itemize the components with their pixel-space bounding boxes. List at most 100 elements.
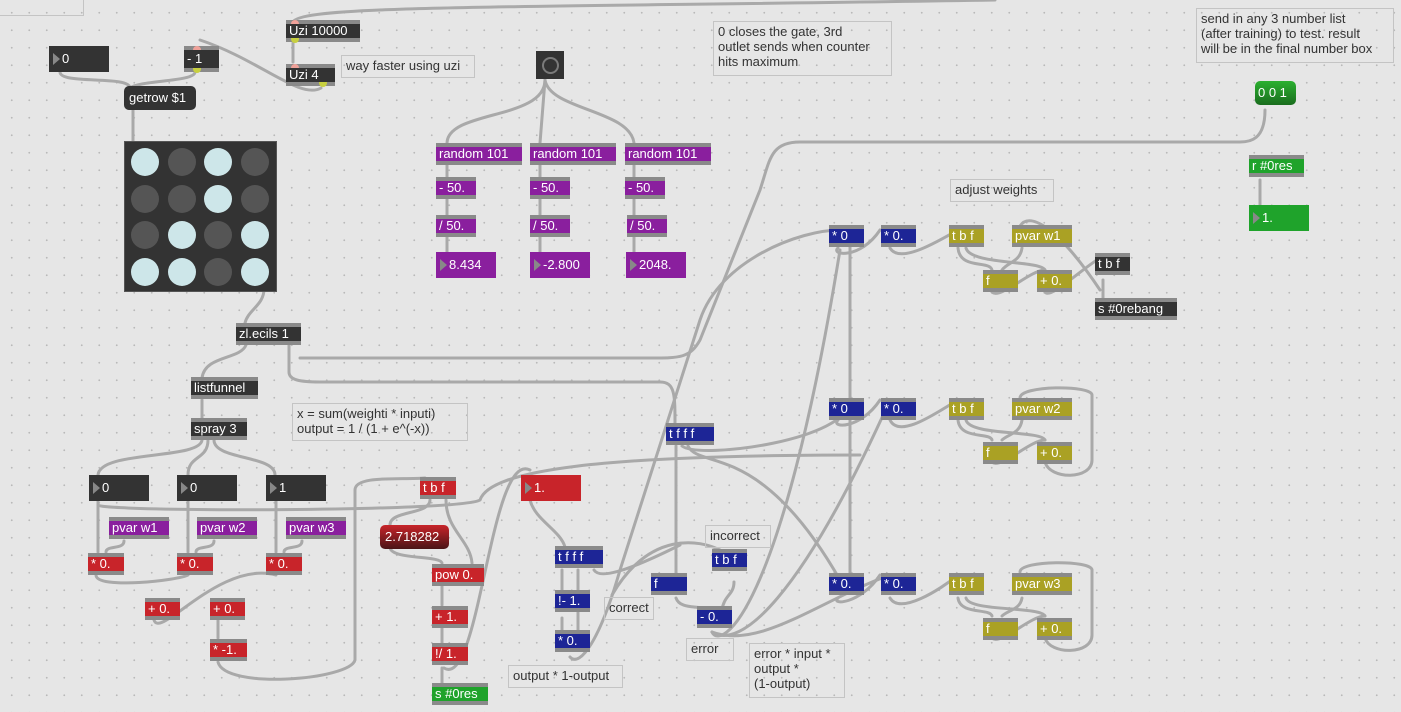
rminus-object[interactable]: !- 1. <box>555 590 590 612</box>
receive-res-object[interactable]: r #0res <box>1249 155 1304 177</box>
getrow-label: getrow $1 <box>129 90 187 105</box>
random-object-3[interactable]: random 101 <box>625 143 711 165</box>
matrix-ctrl[interactable] <box>124 141 277 292</box>
send-rebang-label: s #0rebang <box>1098 301 1164 316</box>
zl-ecils-object[interactable]: zl.ecils 1 <box>236 323 301 345</box>
adjust-tbf-row3[interactable]: t b f <box>949 573 984 595</box>
input-number-2[interactable]: 0 <box>177 475 237 501</box>
minus50-object-3[interactable]: - 50. <box>625 177 665 199</box>
adjust-mult1-row3[interactable]: * 0. <box>829 573 864 595</box>
adjust-add-row3[interactable]: + 0. <box>1037 618 1072 640</box>
rdiv-label: !/ 1. <box>435 646 457 661</box>
adjust-mult1-row2[interactable]: * 0 <box>829 398 864 420</box>
tfff-object-b[interactable]: t f f f <box>555 546 603 568</box>
send-res-object[interactable]: s #0res <box>432 683 488 705</box>
matrix-cell[interactable] <box>131 148 159 176</box>
matrix-cell[interactable] <box>131 184 159 213</box>
pvar-w2-object[interactable]: pvar w2 <box>197 517 257 539</box>
plus-one-object[interactable]: + 1. <box>432 606 468 628</box>
test-list-message[interactable]: 0 0 1 <box>1255 81 1296 105</box>
random-number-2[interactable]: -2.800 <box>530 252 590 278</box>
minus50-object-2[interactable]: - 50. <box>530 177 570 199</box>
adjust-pvar-row1[interactable]: pvar w1 <box>1012 225 1072 247</box>
matrix-cell[interactable] <box>240 148 269 176</box>
adjust-add-row1[interactable]: + 0. <box>1037 270 1072 292</box>
mult-object-1[interactable]: * 0. <box>88 553 124 575</box>
adjust-mult2-row1[interactable]: * 0. <box>881 225 916 247</box>
adjust-pvar-row3[interactable]: pvar w3 <box>1012 573 1072 595</box>
mult-object-3[interactable]: * 0. <box>266 553 302 575</box>
adjust-f-row1[interactable]: f <box>983 270 1018 292</box>
tbf-dark-object[interactable]: t b f <box>1095 253 1130 275</box>
rdiv-object[interactable]: !/ 1. <box>432 643 468 665</box>
uzi-4-object[interactable]: Uzi 4 <box>286 64 335 87</box>
matrix-cell[interactable] <box>167 257 196 286</box>
random-number-3[interactable]: 2048. <box>626 252 686 278</box>
matrix-cell[interactable] <box>204 257 232 286</box>
bang-button[interactable] <box>536 51 564 79</box>
adjust-tbf-row2[interactable]: t b f <box>949 398 984 420</box>
adjust-tbf-row1[interactable]: t b f <box>949 225 984 247</box>
send-rebang-object[interactable]: s #0rebang <box>1095 298 1177 320</box>
matrix-cell[interactable] <box>240 257 269 286</box>
add-label: + 0. <box>1040 445 1063 460</box>
minus-error-object[interactable]: - 0. <box>697 606 732 628</box>
adjust-f-row2[interactable]: f <box>983 442 1018 464</box>
tbf-red-object[interactable]: t b f <box>420 477 456 499</box>
matrix-cell[interactable] <box>204 184 232 213</box>
comment-fragment <box>0 0 84 16</box>
plus-one-label: + 1. <box>435 609 458 624</box>
matrix-cell[interactable] <box>240 221 269 249</box>
adjust-mult2-row2[interactable]: * 0. <box>881 398 916 420</box>
add-object-1[interactable]: + 0. <box>145 598 180 620</box>
f-label: f <box>986 445 990 460</box>
matrix-cell[interactable] <box>131 257 159 286</box>
adjust-add-row2[interactable]: + 0. <box>1037 442 1072 464</box>
input-number-3[interactable]: 1 <box>266 475 326 501</box>
add-object-2[interactable]: + 0. <box>210 598 245 620</box>
matrix-cell[interactable] <box>131 221 159 249</box>
adjust-f-row3[interactable]: f <box>983 618 1018 640</box>
test-comment: send in any 3 number list (after trainin… <box>1196 8 1394 63</box>
matrix-cell[interactable] <box>167 184 196 213</box>
mult-label: * 0 <box>832 228 848 243</box>
listfunnel-object[interactable]: listfunnel <box>191 377 258 399</box>
minus-one-object[interactable]: - 1 <box>184 46 219 73</box>
f-error-object[interactable]: f <box>651 573 687 595</box>
uzi-10000-object[interactable]: Uzi 10000 <box>286 20 360 43</box>
matrix-cell[interactable] <box>167 221 196 249</box>
result-number-box[interactable]: 1. <box>1249 205 1309 231</box>
div50-object-1[interactable]: / 50. <box>436 215 476 237</box>
tbf-error-object[interactable]: t b f <box>712 549 747 571</box>
adjust-mult1-row1[interactable]: * 0 <box>829 225 864 247</box>
matrix-cell[interactable] <box>240 184 269 213</box>
target-number-box[interactable]: 1. <box>521 475 581 501</box>
div50-object-2[interactable]: / 50. <box>530 215 570 237</box>
matrix-cell[interactable] <box>204 221 232 249</box>
pvar-w1-object[interactable]: pvar w1 <box>109 517 169 539</box>
euler-message[interactable]: 2.718282 <box>380 525 449 549</box>
div50-label: / 50. <box>439 218 465 233</box>
adjust-mult2-row3[interactable]: * 0. <box>881 573 916 595</box>
adjust-pvar-row2[interactable]: pvar w2 <box>1012 398 1072 420</box>
spray-object[interactable]: spray 3 <box>191 418 247 440</box>
matrix-cell[interactable] <box>167 148 196 176</box>
deriv-mult-object[interactable]: * 0. <box>555 630 590 652</box>
minus50-object-1[interactable]: - 50. <box>436 177 476 199</box>
getrow-message[interactable]: getrow $1 <box>124 86 196 110</box>
input-number-1[interactable]: 0 <box>89 475 149 501</box>
row-number-box[interactable]: 0 <box>49 46 109 72</box>
mult-object-2[interactable]: * 0. <box>177 553 213 575</box>
euler-label: 2.718282 <box>385 529 440 544</box>
matrix-cell[interactable] <box>204 148 232 176</box>
pvar-w3-object[interactable]: pvar w3 <box>286 517 346 539</box>
div50-object-3[interactable]: / 50. <box>627 215 667 237</box>
error-comment: error <box>686 638 734 661</box>
random-object-1[interactable]: random 101 <box>436 143 522 165</box>
random-number-1[interactable]: 8.434 <box>436 252 496 278</box>
send-res-label: s #0res <box>435 686 478 701</box>
random-object-2[interactable]: random 101 <box>530 143 616 165</box>
pow-object[interactable]: pow 0. <box>432 564 484 586</box>
tfff-object-a[interactable]: t f f f <box>666 423 714 445</box>
negate-object[interactable]: * -1. <box>210 639 247 661</box>
